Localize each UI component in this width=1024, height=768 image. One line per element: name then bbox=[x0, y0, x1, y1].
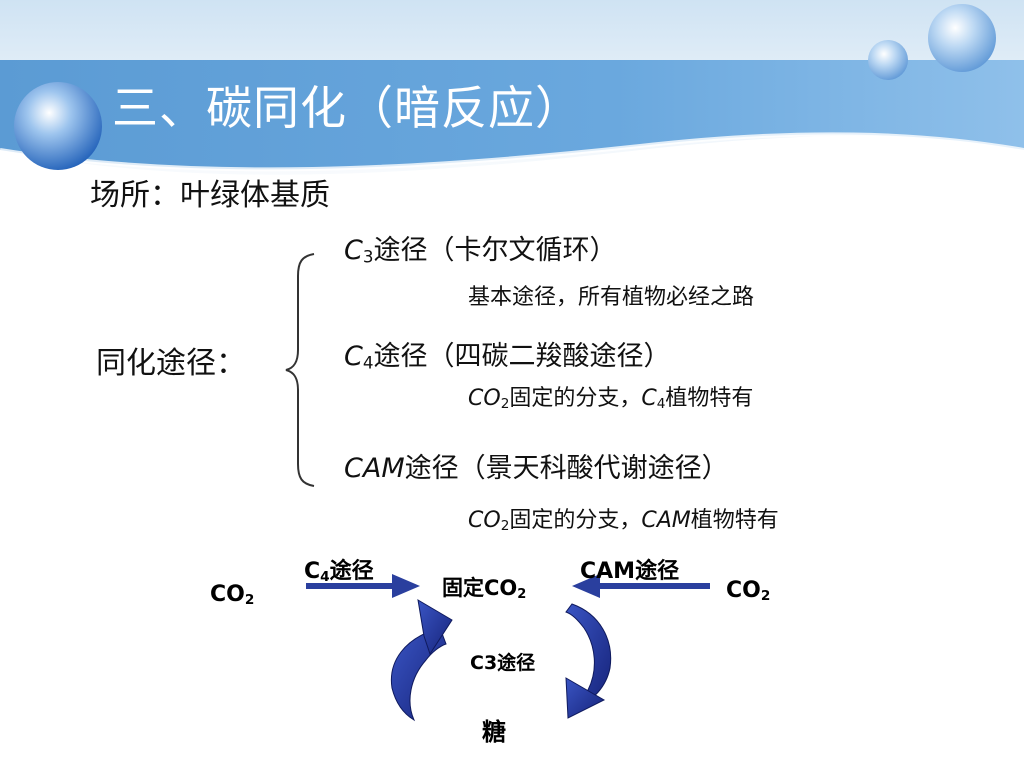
c3-pathway-label: C3途径 bbox=[470, 652, 536, 674]
pathway-c4-note-co: CO bbox=[468, 386, 501, 411]
pathway-cam-note-mid: 固定的分支， bbox=[509, 508, 642, 533]
pathway-c3-subscript: 3 bbox=[362, 246, 374, 267]
right-curved-arrow bbox=[565, 603, 612, 719]
pathways-label: 同化途径： bbox=[96, 346, 246, 381]
fix-co2-label: 固定CO2 bbox=[442, 572, 526, 602]
pathway-cam-note-co: CO bbox=[468, 508, 501, 533]
pathway-c4: C4途径（四碳二羧酸途径） bbox=[344, 334, 671, 373]
pathway-c4-note-co-sub: 2 bbox=[500, 396, 510, 412]
left-co2-label: CO2 bbox=[210, 582, 254, 607]
pathway-c4-note-sym: C bbox=[641, 386, 657, 411]
pathway-c4-symbol: C bbox=[344, 341, 363, 372]
pathway-cam: CAM途径（景天科酸代谢途径） bbox=[344, 446, 729, 485]
curly-brace bbox=[285, 253, 315, 487]
pathway-c4-note-mid: 固定的分支， bbox=[509, 386, 642, 411]
pathway-c4-note-post: 植物特有 bbox=[665, 386, 754, 411]
pathway-cam-note-post: 植物特有 bbox=[690, 508, 779, 533]
left-arrow bbox=[306, 574, 420, 598]
pathway-cam-symbol: CAM bbox=[344, 453, 405, 484]
c4-pathway-label: C4途径 bbox=[304, 553, 374, 585]
pathway-cam-note-sym: CAM bbox=[641, 508, 691, 533]
right-co2-sub: 2 bbox=[760, 588, 771, 604]
location-text: 场所：叶绿体基质 bbox=[90, 178, 330, 213]
pathway-c3: C3途径（卡尔文循环） bbox=[344, 228, 617, 267]
right-co2-label: CO2 bbox=[726, 578, 770, 603]
right-co2-text: CO bbox=[726, 578, 761, 603]
c4-label-sym: C bbox=[304, 559, 321, 584]
pathway-c4-subscript: 4 bbox=[362, 352, 374, 373]
pathway-c4-note-sym-sub: 4 bbox=[656, 396, 666, 412]
pathway-c4-note: CO2固定的分支，C4植物特有 bbox=[468, 380, 753, 412]
pathway-c3-note: 基本途径，所有植物必经之路 bbox=[468, 285, 755, 310]
left-co2-sub: 2 bbox=[244, 592, 255, 608]
sugar-label: 糖 bbox=[482, 718, 506, 746]
pathway-c3-symbol: C bbox=[344, 235, 363, 266]
left-curved-arrow bbox=[390, 599, 453, 722]
pathway-cam-note: CO2固定的分支，CAM植物特有 bbox=[468, 502, 779, 534]
right-arrow bbox=[572, 574, 710, 598]
fix-co2-text: 固定CO bbox=[442, 576, 518, 600]
c4-label-sub: 4 bbox=[320, 569, 330, 585]
c4-label-text: 途径 bbox=[329, 559, 374, 584]
slide-title: 三、碳同化（暗反应） bbox=[112, 81, 582, 135]
pathway-c4-text: 途径（四碳二羧酸途径） bbox=[373, 341, 671, 372]
fix-co2-sub: 2 bbox=[517, 586, 527, 602]
pathway-c3-text: 途径（卡尔文循环） bbox=[373, 235, 617, 266]
pathway-cam-note-co-sub: 2 bbox=[500, 518, 510, 534]
pathway-cam-text: 途径（景天科酸代谢途径） bbox=[404, 453, 729, 484]
header-banner bbox=[0, 0, 1024, 210]
cam-pathway-label: CAM途径 bbox=[580, 559, 680, 584]
left-co2-text: CO bbox=[210, 582, 245, 607]
